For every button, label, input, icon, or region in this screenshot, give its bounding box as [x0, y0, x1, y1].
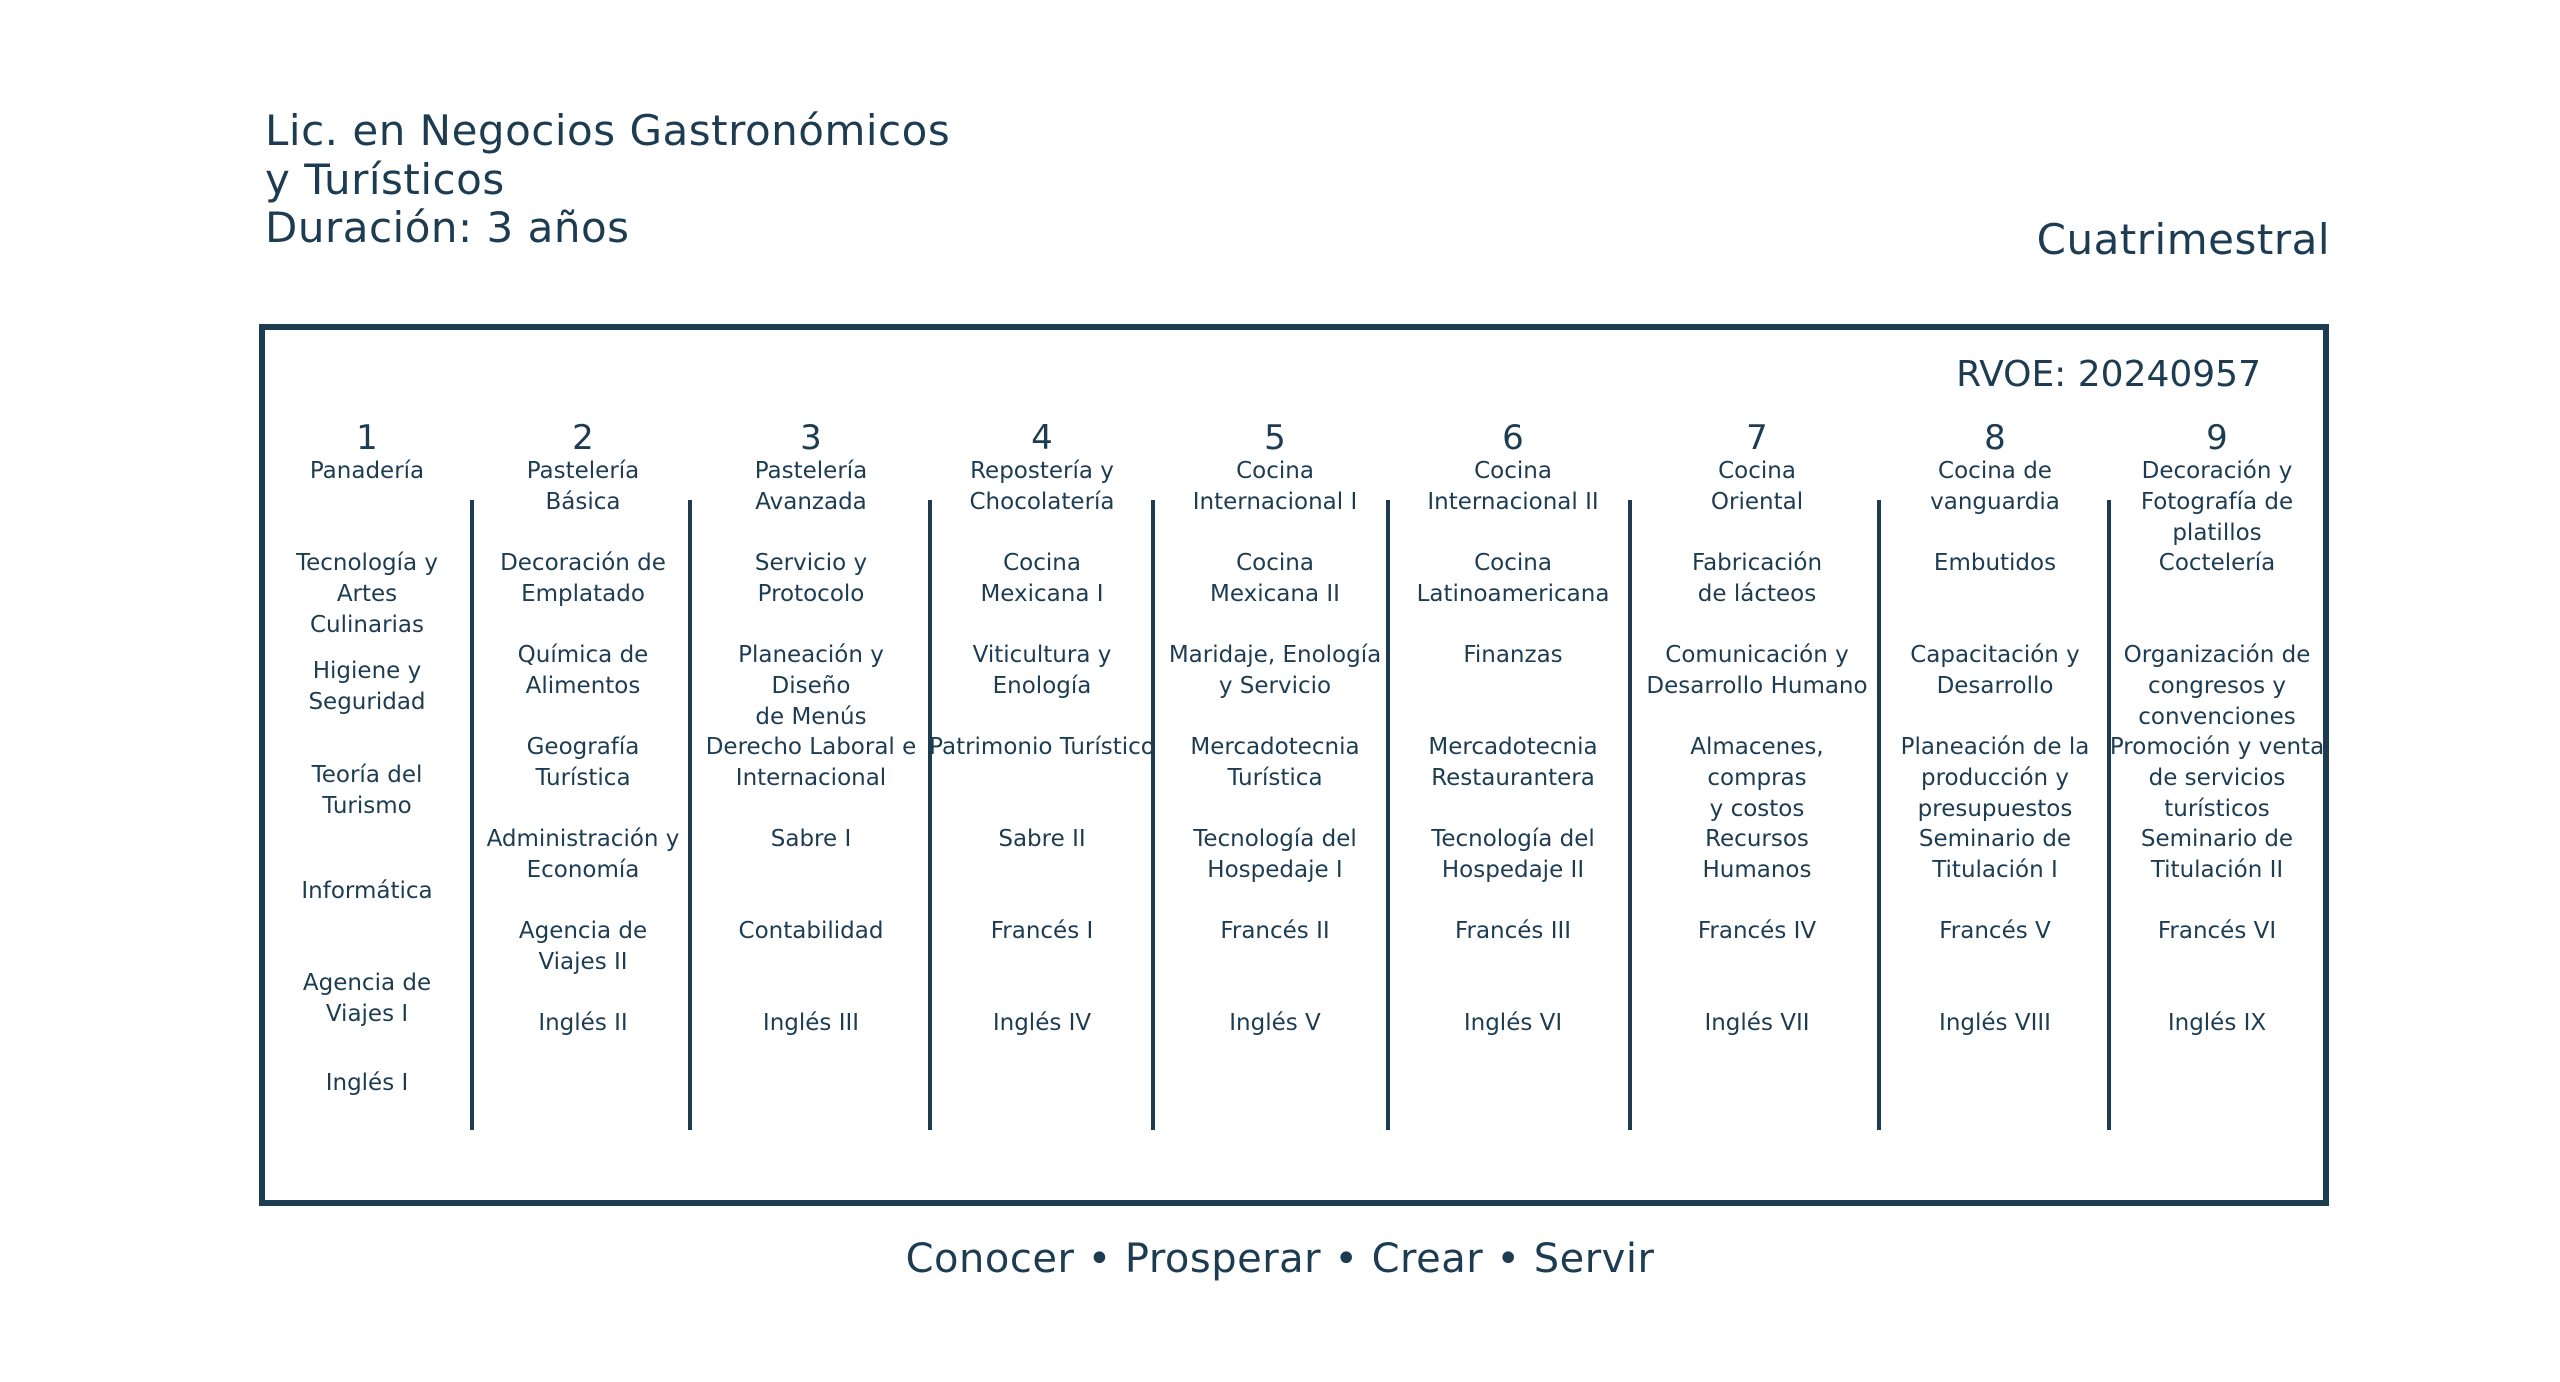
subject: Cocina Internacional I [1192, 458, 1358, 515]
subject: Repostería y Chocolatería [969, 458, 1115, 515]
subject: Inglés V [1229, 1010, 1321, 1036]
subject: Organización de congresos y convenciones [2123, 642, 2311, 730]
column-divider [688, 500, 692, 1130]
subject: Fabricación de lácteos [1691, 550, 1823, 607]
subject: Francés III [1454, 918, 1572, 944]
subject: Inglés VIII [1939, 1010, 2051, 1036]
subject: Pastelería Básica [526, 458, 640, 515]
program-title-line-2: y Turísticos [265, 155, 505, 204]
cuatrimestre-number: 3 [800, 418, 822, 458]
cuatrimestre-number: 7 [1746, 418, 1768, 458]
subject: Capacitación y Desarrollo [1910, 642, 2080, 699]
subject: Francés I [990, 918, 1094, 944]
subject: Inglés III [762, 1010, 860, 1036]
subject: Planeación y Diseño de Menús [738, 642, 884, 730]
cuatrimestre-number: 6 [1502, 418, 1524, 458]
subject: Inglés VII [1704, 1010, 1810, 1036]
subject: Embutidos [1933, 550, 2057, 576]
subject: Mercadotecnia Turística [1190, 734, 1360, 791]
program-modality: Cuatrimestral [2036, 215, 2330, 264]
cuatrimestre-number: 1 [356, 418, 378, 458]
subject: Planeación de la producción y presupuest… [1900, 734, 2090, 822]
subject: Inglés I [325, 1070, 409, 1096]
subject: Recursos Humanos [1702, 826, 1812, 883]
subject: Tecnología y Artes Culinarias [295, 550, 439, 638]
subject: Inglés IV [992, 1010, 1092, 1036]
subject: Servicio y Protocolo [754, 550, 868, 607]
subject: Agencia de Viajes II [518, 918, 648, 975]
subject: Tecnología del Hospedaje II [1431, 826, 1595, 883]
column-divider [1628, 500, 1632, 1130]
subject: Finanzas [1463, 642, 1563, 668]
cuatrimestre-number: 4 [1031, 418, 1053, 458]
subject: Sabre II [998, 826, 1086, 852]
subject: Derecho Laboral e Internacional [705, 734, 917, 791]
column-divider [1151, 500, 1155, 1130]
subject: Decoración de Emplatado [500, 550, 666, 607]
column-divider [470, 500, 474, 1130]
cuatrimestre-number: 8 [1984, 418, 2006, 458]
subject: Inglés II [538, 1010, 628, 1036]
subject: Francés V [1939, 918, 2051, 944]
subject: Cocina Internacional II [1427, 458, 1599, 515]
subject: Química de Alimentos [517, 642, 649, 699]
subject: Viticultura y Enología [972, 642, 1112, 699]
subject: Francés II [1220, 918, 1330, 944]
rvoe-number: RVOE: 20240957 [1956, 354, 2261, 395]
subject: Promoción y venta de servicios turístico… [2109, 734, 2325, 822]
subject: Sabre I [770, 826, 852, 852]
subject: Cocina Oriental [1710, 458, 1804, 515]
subject: Coctelería [2158, 550, 2276, 576]
subject: Francés IV [1697, 918, 1817, 944]
cuatrimestre-number: 2 [572, 418, 594, 458]
subject: Cocina Mexicana I [980, 550, 1104, 607]
subject: Contabilidad [738, 918, 884, 944]
cuatrimestre-number: 9 [2206, 418, 2228, 458]
column-divider [928, 500, 932, 1130]
subject: Cocina de vanguardia [1930, 458, 2060, 515]
subject: Cocina Mexicana II [1210, 550, 1340, 607]
subject: Pastelería Avanzada [754, 458, 868, 515]
subject: Inglés VI [1463, 1010, 1563, 1036]
subject: Teoría del Turismo [311, 762, 423, 819]
cuatrimestre-number: 5 [1264, 418, 1286, 458]
subject: Tecnología del Hospedaje I [1193, 826, 1357, 883]
column-divider [1386, 500, 1390, 1130]
institution-slogan: Conocer • Prosperar • Crear • Servir [905, 1236, 1655, 1282]
subject: Maridaje, Enología y Servicio [1168, 642, 1382, 699]
subject: Panadería [309, 458, 425, 484]
program-title: Lic. en Negocios Gastronómicos y Turísti… [265, 106, 950, 204]
subject: Almacenes, compras y costos [1690, 734, 1824, 822]
subject: Inglés IX [2167, 1010, 2267, 1036]
subject: Agencia de Viajes I [302, 970, 432, 1027]
program-duration: Duración: 3 años [265, 203, 630, 252]
subject: Cocina Latinoamericana [1416, 550, 1610, 607]
subject: Patrimonio Turístico [929, 734, 1155, 760]
subject: Informática [301, 878, 433, 904]
program-title-line-1: Lic. en Negocios Gastronómicos [265, 106, 951, 155]
subject: Administración y Economía [486, 826, 680, 883]
subject: Seminario de Titulación II [2140, 826, 2294, 883]
column-divider [1877, 500, 1881, 1130]
column-divider [2107, 500, 2111, 1130]
subject: Comunicación y Desarrollo Humano [1646, 642, 1868, 699]
subject: Geografía Turística [526, 734, 640, 791]
subject: Decoración y Fotografía de platillos [2140, 458, 2294, 546]
subject: Seminario de Titulación I [1918, 826, 2072, 883]
subject: Mercadotecnia Restaurantera [1428, 734, 1598, 791]
subject: Francés VI [2157, 918, 2277, 944]
subject: Higiene y Seguridad [308, 658, 426, 715]
